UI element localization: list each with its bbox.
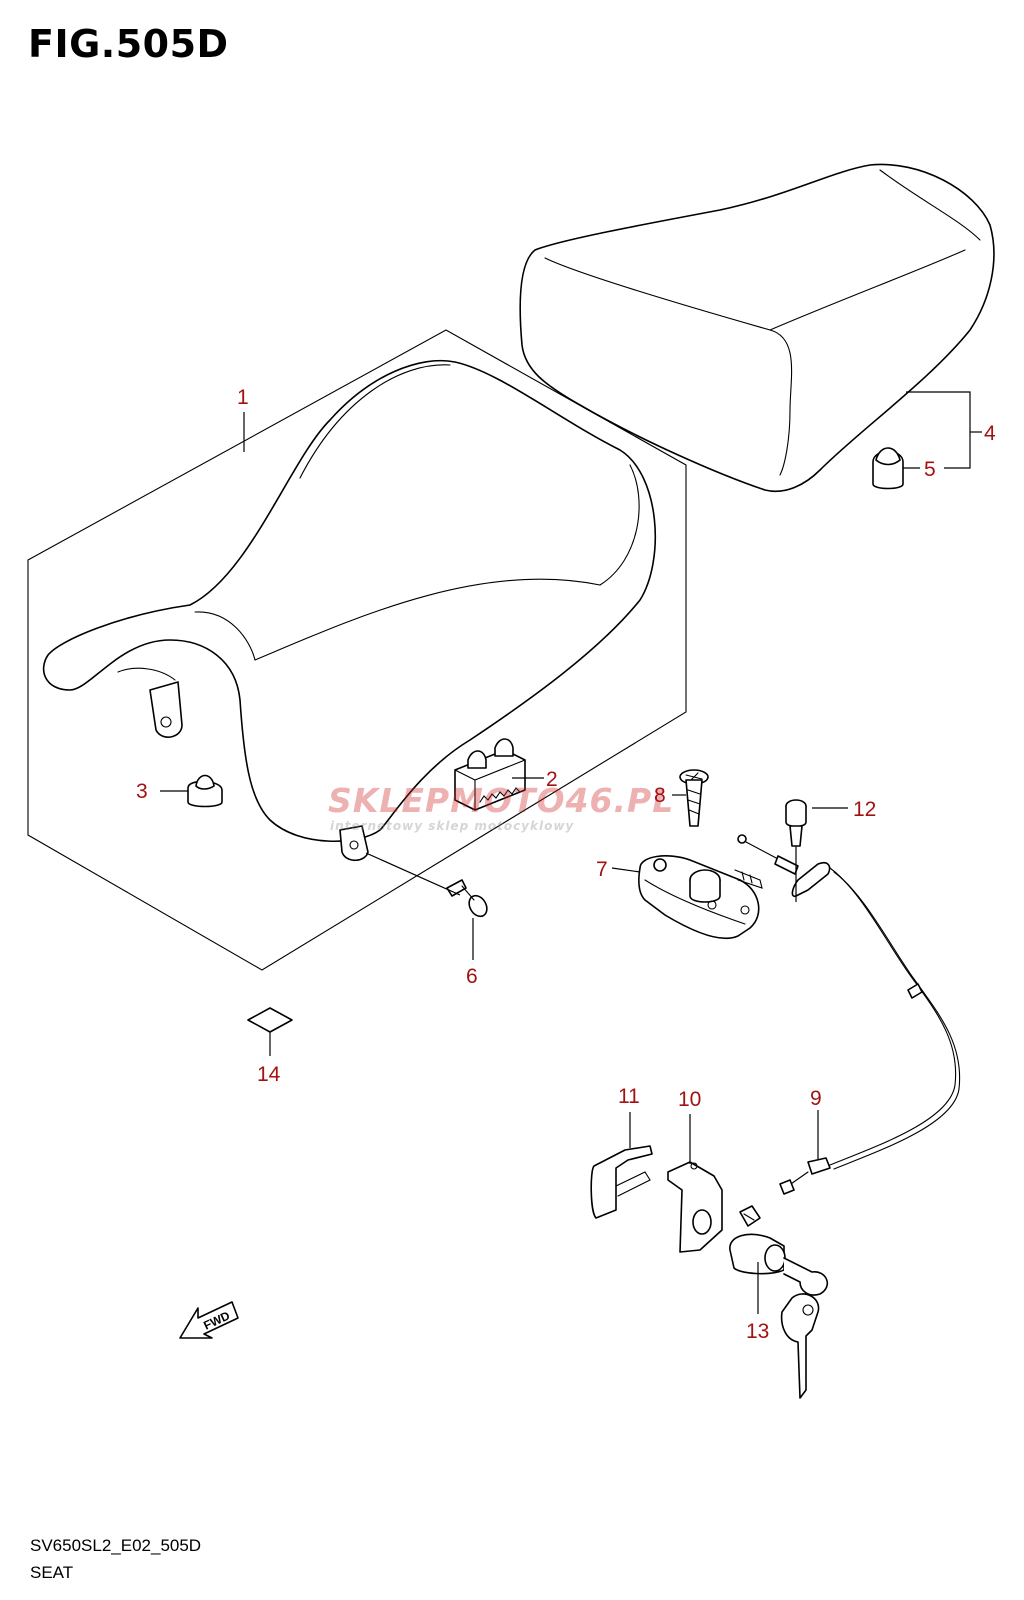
figure-title: FIG.505D	[28, 22, 229, 66]
leader-lines	[160, 391, 982, 1314]
callout-1[interactable]: 1	[237, 386, 249, 409]
part-5-cushion[interactable]	[872, 447, 904, 490]
part-14-label[interactable]	[247, 1007, 293, 1033]
callout-4[interactable]: 4	[984, 422, 996, 445]
part-10-bracket[interactable]	[667, 1161, 723, 1253]
fwd-arrow-icon: FWD	[179, 1301, 239, 1339]
part-11-clip[interactable]	[590, 1145, 653, 1219]
callout-10[interactable]: 10	[678, 1088, 701, 1111]
footer-code: SV650SL2_E02_505D	[30, 1536, 202, 1555]
part-8-screw[interactable]	[679, 769, 709, 827]
callout-11[interactable]: 11	[618, 1085, 640, 1108]
callout-13[interactable]: 13	[746, 1320, 769, 1343]
footer: SV650SL2_E02_505D SEAT	[30, 1532, 201, 1586]
part-1-front-seat[interactable]	[27, 329, 687, 971]
callout-7[interactable]: 7	[596, 858, 608, 881]
part-4-rear-seat[interactable]	[519, 163, 995, 493]
watermark-tagline: internetowy sklep motocyklowy	[330, 819, 574, 833]
callout-5[interactable]: 5	[924, 458, 936, 481]
part-6-screw[interactable]	[446, 879, 490, 920]
callout-9[interactable]: 9	[810, 1087, 822, 1110]
callout-3[interactable]: 3	[136, 780, 148, 803]
fwd-label: FWD	[201, 1308, 232, 1332]
callouts: 1 2 3 4 5 6 7 8 9 10 11 12 13 14	[136, 386, 996, 1343]
part-9-cable[interactable]	[737, 834, 961, 1195]
watermark: SKLEPMOTO46.PL internetowy sklep motocyk…	[328, 781, 674, 833]
part-12-screw[interactable]	[785, 799, 807, 847]
callout-8[interactable]: 8	[654, 784, 666, 807]
part-13-lock-set[interactable]	[729, 1205, 829, 1399]
part-7-lock-plate[interactable]	[638, 855, 763, 940]
footer-caption: SEAT	[30, 1563, 74, 1582]
callout-14[interactable]: 14	[257, 1063, 281, 1086]
callout-12[interactable]: 12	[853, 798, 876, 821]
part-3-cushion[interactable]	[187, 774, 223, 808]
watermark-brand: SKLEPMOTO46.PL	[328, 781, 674, 820]
callout-2[interactable]: 2	[546, 768, 558, 791]
part-2-damper[interactable]	[454, 738, 526, 811]
callout-6[interactable]: 6	[466, 965, 478, 988]
